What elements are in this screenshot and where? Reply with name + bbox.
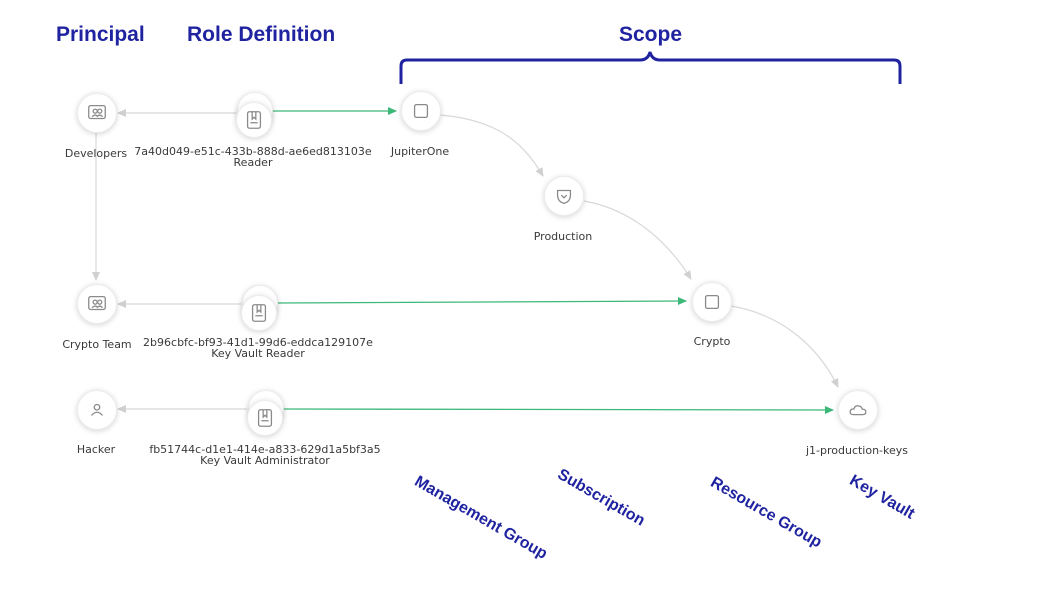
role-id-key-vault-reader: 2b96cbfc-bf93-41d1-99d6-eddca129107e [143, 336, 373, 349]
principal-label-crypto-team: Crypto Team [62, 338, 132, 351]
role-name-reader: Reader [233, 156, 273, 169]
scope-node-crypto[interactable] [692, 282, 732, 322]
principal-node-hacker[interactable] [77, 390, 117, 430]
header-principal: Principal [56, 23, 145, 46]
header-scope: Scope [619, 23, 683, 46]
scope-node-key-vault[interactable] [838, 390, 878, 430]
user-icon [91, 403, 103, 416]
role-node-key-vault-administrator[interactable] [247, 390, 291, 438]
shield-icon [556, 189, 572, 205]
role-node-front [236, 102, 272, 138]
edge-kv-reader-crypto [276, 297, 687, 306]
square-icon [413, 103, 429, 119]
bookmark-icon [257, 409, 273, 427]
role-node-reader[interactable] [236, 92, 280, 140]
group-icon [88, 105, 106, 120]
scope-node-production[interactable] [544, 176, 584, 216]
role-id-key-vault-administrator: fb51744c-d1e1-414e-a833-629d1a5bf3a5 [149, 443, 381, 456]
edge-kv-admin-key-vault [282, 405, 834, 414]
scope-label-key-vault: j1-production-keys [805, 444, 909, 457]
role-node-front [241, 295, 277, 331]
edge-crypto-key-vault [730, 305, 839, 388]
principal-node-crypto-team[interactable] [77, 284, 117, 324]
principal-label-hacker: Hacker [76, 443, 116, 456]
scope-label-jupiterone: JupiterOne [390, 145, 450, 158]
header-role-definition: Role Definition [187, 23, 336, 46]
role-node-key-vault-reader[interactable] [241, 285, 285, 333]
role-name-key-vault-reader: Key Vault Reader [211, 347, 305, 360]
scope-bracket [399, 51, 902, 84]
cloud-icon [849, 405, 867, 416]
role-name-key-vault-administrator: Key Vault Administrator [200, 454, 330, 467]
edge-jupiterone-production [439, 114, 544, 177]
bookmark-icon [251, 304, 267, 322]
role-node-front [247, 400, 283, 436]
square-icon [704, 294, 720, 310]
scope-label-production: Production [533, 230, 593, 243]
principal-label-developers: Developers [64, 147, 128, 160]
principal-node-developers[interactable] [77, 93, 117, 133]
scope-label-crypto: Crypto [693, 335, 731, 348]
bookmark-icon [246, 111, 262, 129]
edge-production-crypto [583, 200, 692, 280]
role-id-reader: 7a40d049-e51c-433b-888d-ae6ed813103e [134, 145, 372, 158]
group-icon [88, 296, 106, 311]
scope-node-jupiterone[interactable] [401, 91, 441, 131]
